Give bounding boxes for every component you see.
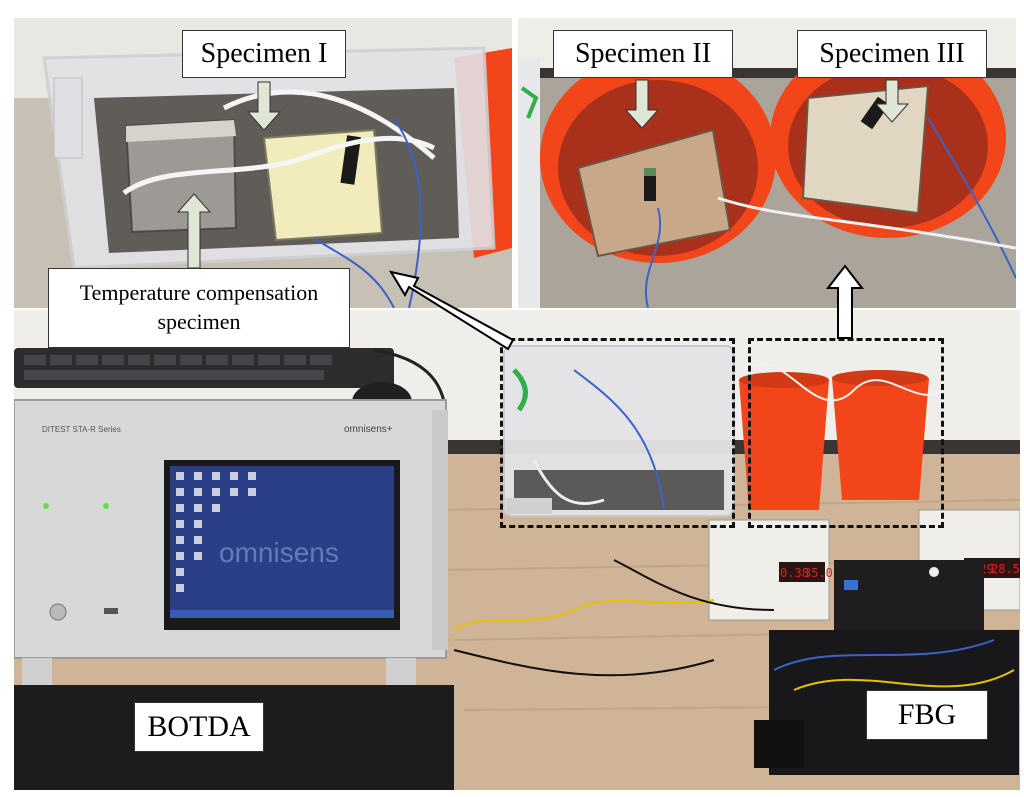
dashed-box-container xyxy=(500,338,735,528)
arrow-specimen-1 xyxy=(246,81,282,131)
label-specimen-1: Specimen I xyxy=(182,30,346,78)
label-specimen-2: Specimen II xyxy=(553,30,733,78)
botda-device: DITEST STA-R Series omnisens+ omnisens xyxy=(14,399,454,790)
arrow-box-to-left-inset xyxy=(388,270,515,351)
label-fbg: FBG xyxy=(866,690,988,740)
label-botda: BOTDA xyxy=(134,702,264,752)
device-series-text: DITEST STA-R Series xyxy=(42,425,121,434)
power-supply-left: 0.38 35.0 xyxy=(708,519,833,621)
psu-right-display-2: 28.5 xyxy=(991,562,1020,576)
dashed-box-buckets xyxy=(748,338,944,528)
psu-left-display-1: 0.38 xyxy=(780,566,809,580)
label-temperature-compensation: Temperature compensation specimen xyxy=(48,268,350,348)
psu-left-display-2: 35.0 xyxy=(804,566,833,580)
buckets-photo xyxy=(739,362,945,510)
container-photo xyxy=(503,345,735,517)
label-specimen-3: Specimen III xyxy=(797,30,987,78)
label-temp-line-2: specimen xyxy=(157,309,241,334)
arrow-specimen-3 xyxy=(874,79,910,123)
device-brand-text: omnisens+ xyxy=(344,424,393,435)
arrow-specimen-2 xyxy=(624,79,660,129)
screen-brand-text: omnisens xyxy=(219,537,339,568)
label-temp-line-1: Temperature compensation xyxy=(79,280,319,306)
arrow-temp-specimen xyxy=(176,193,212,269)
arrow-box-to-right-inset xyxy=(825,264,865,339)
